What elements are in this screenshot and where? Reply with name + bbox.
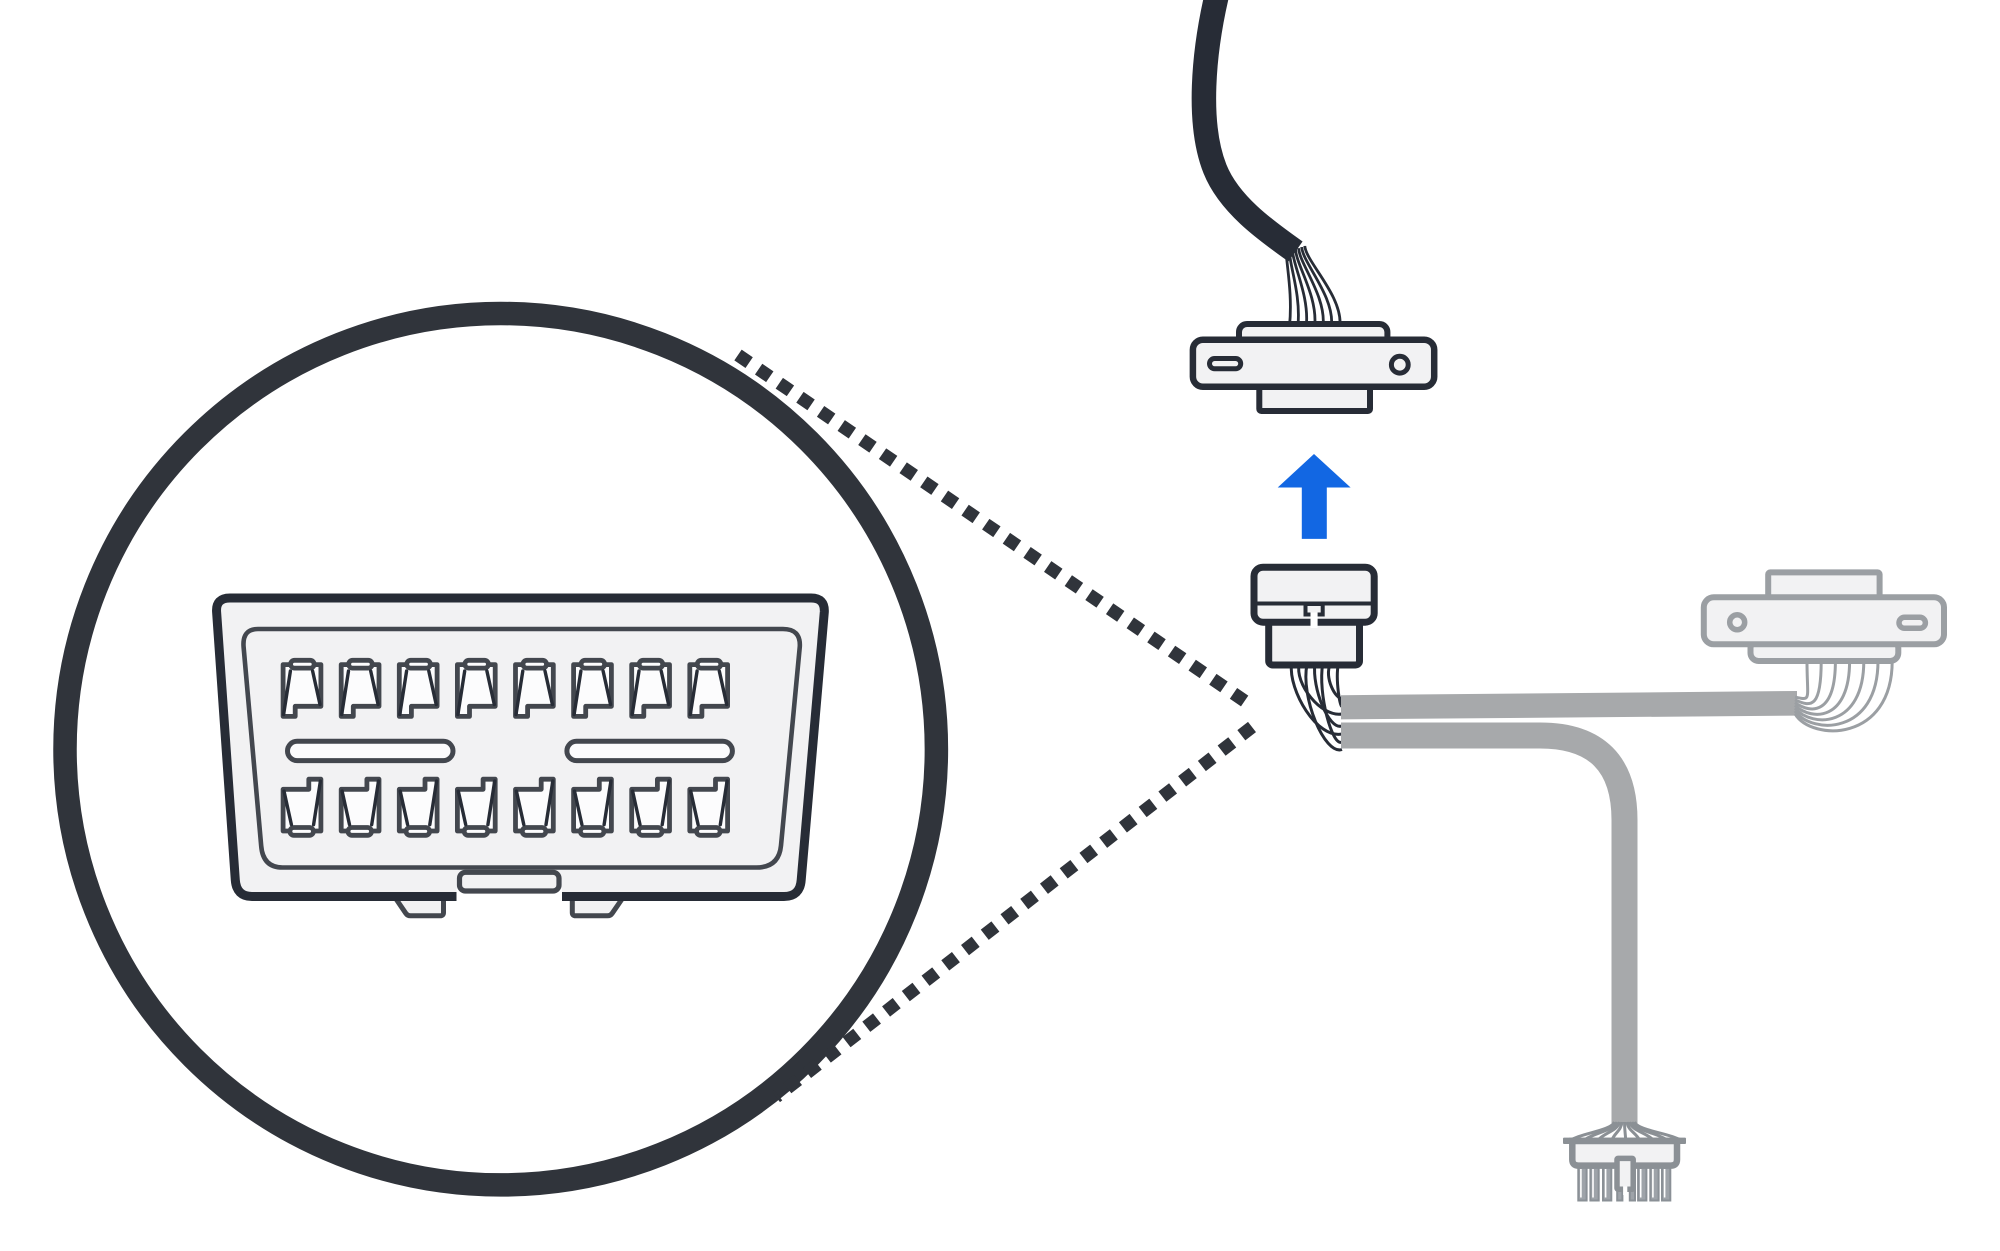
connector-pin-hole: [1726, 612, 1748, 633]
adapter-plug: [1250, 563, 1378, 669]
wire: [1793, 660, 1880, 727]
vehicle-cable: [1191, 0, 1303, 262]
port-pin: [341, 779, 379, 835]
device-body: [1569, 1137, 1681, 1169]
port-keyway-slot-left: [285, 738, 456, 764]
obd2-port-magnified: [212, 593, 829, 919]
wire: [1294, 249, 1317, 327]
wire: [1284, 252, 1292, 327]
wire: [1297, 663, 1343, 716]
wire: [1794, 660, 1837, 711]
port-pin: [574, 779, 612, 835]
callout-dotted-line-upper: [734, 349, 1256, 712]
port-pin: [516, 779, 554, 835]
harness-branch-right: [1341, 691, 1797, 720]
passthrough-obd-connector-side: [1700, 569, 1948, 664]
port-keyway-slot-right: [564, 738, 735, 764]
vehicle-cable-wires: [1284, 245, 1342, 327]
device-latch-tab: [1614, 1155, 1636, 1192]
device-pin: [1649, 1165, 1660, 1202]
wire: [1793, 660, 1852, 716]
connector-pin-hole: [1388, 353, 1411, 376]
wire: [1793, 660, 1894, 733]
device-connector-assembly: [1563, 1121, 1686, 1202]
adapter-plug-wires: [1289, 663, 1344, 752]
wire: [1623, 1121, 1628, 1141]
port-inner-outline: [241, 626, 803, 870]
wire: [1794, 660, 1810, 701]
connector-slot: [1207, 356, 1244, 372]
port-pin: [399, 660, 437, 716]
wire: [1793, 660, 1866, 722]
plug-key-slit: [1310, 612, 1318, 628]
device-latch-notch: [1623, 1186, 1628, 1195]
connector-body: [1700, 594, 1948, 648]
up-arrow: [1277, 454, 1351, 539]
wire: [1313, 663, 1343, 728]
connector-body: [1189, 336, 1438, 390]
wire: [1287, 251, 1300, 327]
port-center-tab: [456, 869, 562, 894]
passthrough-wires: [1793, 660, 1894, 733]
wire: [1300, 246, 1333, 327]
device-pin: [1602, 1165, 1613, 1202]
wire: [1320, 663, 1343, 744]
wire: [1304, 663, 1343, 752]
port-pin: [574, 660, 612, 716]
port-pin: [341, 660, 379, 716]
connector-slot: [1896, 614, 1929, 632]
port-pin: [632, 660, 670, 716]
port-pin: [516, 660, 554, 716]
port-pin: [283, 779, 321, 835]
device-pin: [1577, 1165, 1588, 1202]
device-flange: [1563, 1137, 1686, 1144]
adapter-harness: [1341, 691, 1797, 1123]
port-pin: [399, 779, 437, 835]
wire: [1303, 245, 1342, 327]
port-pin: [457, 660, 495, 716]
device-pin: [1589, 1165, 1600, 1202]
port-pin: [690, 660, 728, 716]
vehicle-obd-connector-side: [1189, 321, 1438, 414]
port-pin: [632, 779, 670, 835]
passthrough-connector-assembly: [1700, 569, 1948, 733]
harness-branch-down: [1341, 722, 1638, 1123]
port-pin: [690, 779, 728, 835]
device-pin: [1637, 1165, 1648, 1202]
device-pin: [1661, 1165, 1672, 1202]
vehicle-obd-cable-assembly: [1189, 0, 1438, 414]
wire: [1794, 660, 1823, 706]
wire: [1297, 247, 1325, 327]
port-pin: [457, 779, 495, 835]
callout-dotted-line-lower: [772, 721, 1256, 1103]
wire: [1291, 250, 1309, 327]
port-pin: [283, 660, 321, 716]
